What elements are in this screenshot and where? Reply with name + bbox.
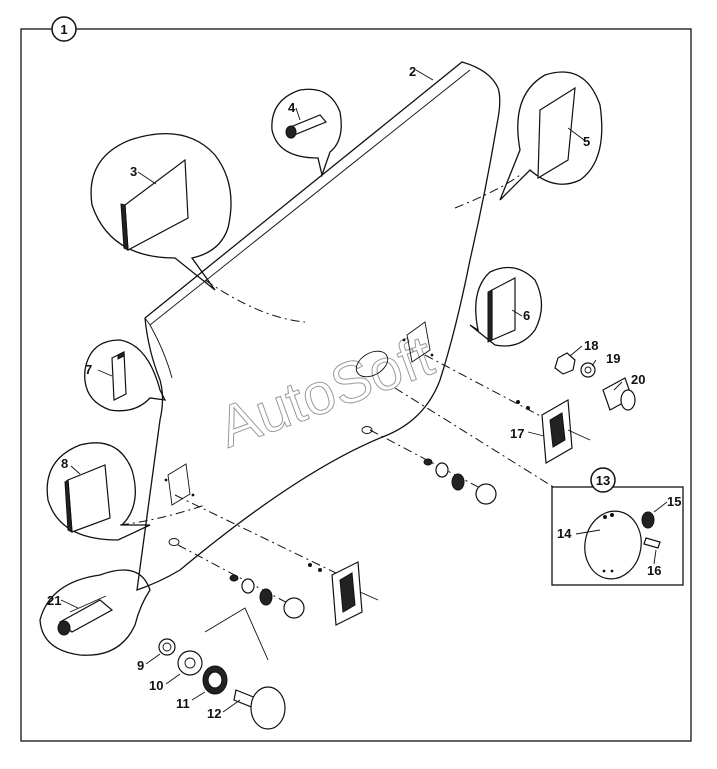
label-5: 5 <box>583 134 590 149</box>
watermark: AutoSoft <box>210 323 441 460</box>
label-2: 2 <box>409 64 416 79</box>
door-panel <box>136 61 501 591</box>
label-9: 9 <box>137 658 144 673</box>
label-10: 10 <box>149 678 163 693</box>
diagram-frame <box>20 28 692 742</box>
label-12: 12 <box>207 706 221 721</box>
detail-bubble-8 <box>46 442 151 541</box>
part-labels: 2 3 4 5 6 7 8 9 10 11 12 13 14 15 16 17 … <box>47 64 681 721</box>
label-17: 17 <box>510 426 524 441</box>
label-18: 18 <box>584 338 598 353</box>
label-20: 20 <box>631 372 645 387</box>
label-3: 3 <box>130 164 137 179</box>
detail-bubble-21 <box>39 569 151 656</box>
exploded-parts-9-12 <box>158 638 286 730</box>
label-11: 11 <box>176 696 190 711</box>
label-8: 8 <box>61 456 68 471</box>
knob-assembly-upper <box>423 458 497 505</box>
label-15: 15 <box>667 494 681 509</box>
label-16: 16 <box>647 563 661 578</box>
label-13: 13 <box>596 473 610 488</box>
knob-assembly-lower <box>204 574 305 661</box>
label-14: 14 <box>557 526 572 541</box>
detail-bubble-7 <box>84 339 167 412</box>
handle-17 <box>516 399 591 464</box>
label-7: 7 <box>85 362 92 377</box>
detail-bubble-6 <box>469 266 543 347</box>
detail-bubble-3 <box>90 133 232 291</box>
main-callout-circle <box>51 16 77 42</box>
main-callout-label: 1 <box>60 22 67 37</box>
assembly-line <box>424 354 549 421</box>
detail-bubble-5 <box>499 71 603 201</box>
assembly-line <box>204 279 306 323</box>
assembly-line <box>174 494 341 576</box>
label-4: 4 <box>288 100 296 115</box>
label-19: 19 <box>606 351 620 366</box>
detail-bubble-4 <box>271 88 342 178</box>
handle-lower <box>308 561 379 626</box>
inset-13 <box>551 467 684 586</box>
assembly-line <box>454 174 521 209</box>
leader-lines <box>60 69 668 713</box>
nut-washer-pin <box>554 352 636 411</box>
assembly-line <box>394 387 556 489</box>
label-21: 21 <box>47 593 61 608</box>
assembly-line <box>119 504 206 526</box>
assembly-line <box>177 544 296 608</box>
label-6: 6 <box>523 308 530 323</box>
